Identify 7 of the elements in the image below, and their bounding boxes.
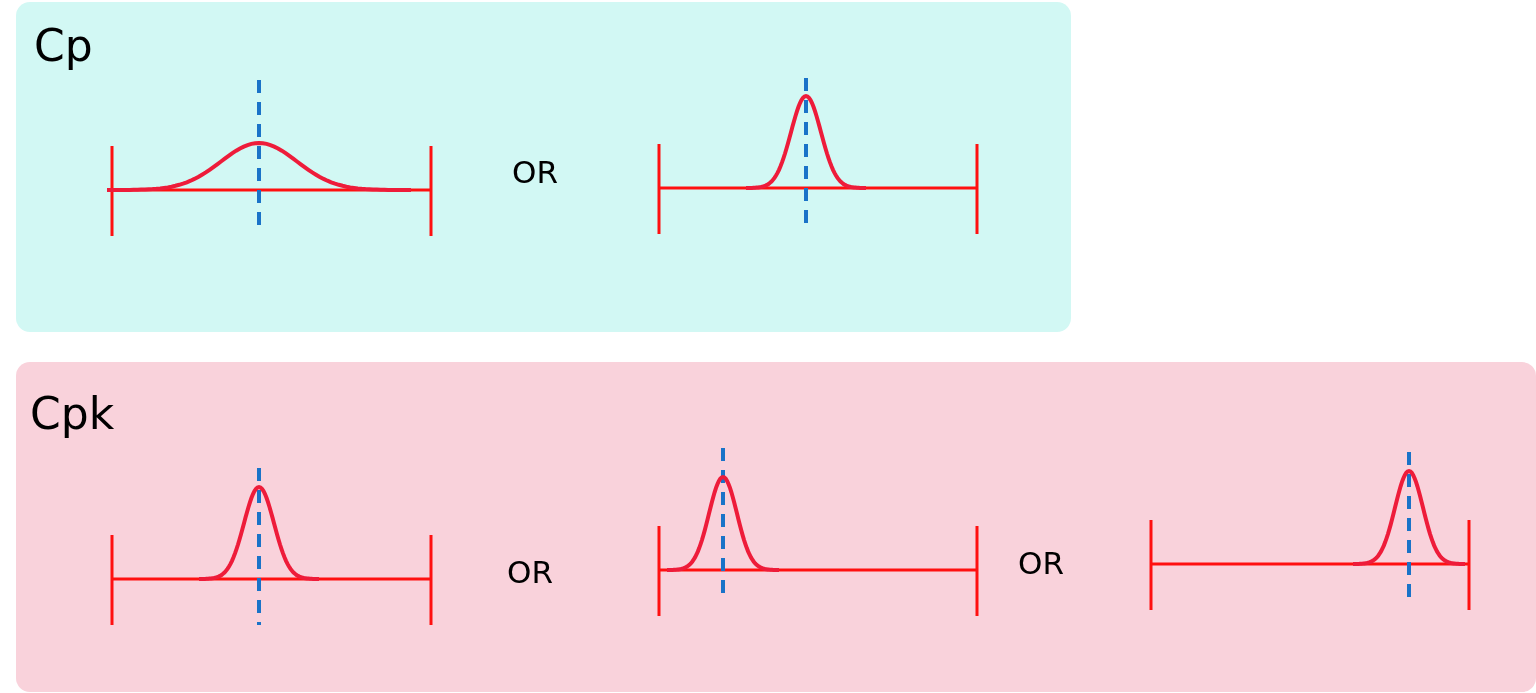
panel-title: Cp [34,24,93,68]
separator-text: OR [507,556,553,588]
separator-text: OR [1018,547,1064,579]
panel-title: Cpk [30,392,115,436]
separator-text: OR [512,156,558,188]
panel-background [16,362,1536,692]
panel-background [16,2,1071,332]
